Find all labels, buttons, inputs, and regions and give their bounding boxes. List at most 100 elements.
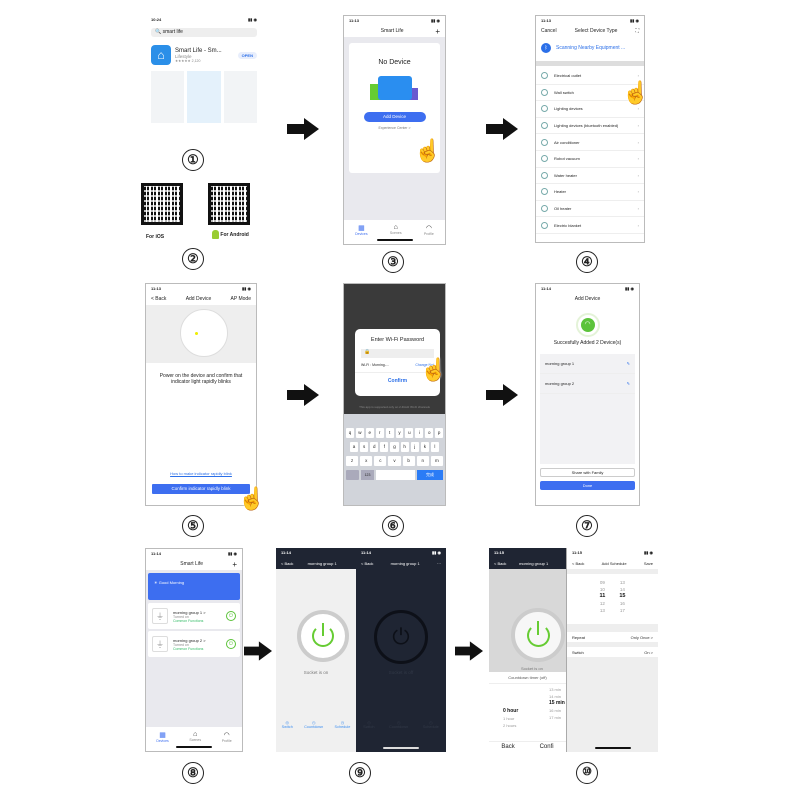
space-key[interactable] <box>376 470 415 480</box>
schedule-action[interactable]: ◷Schedule <box>422 721 439 729</box>
tab-profile[interactable]: ◠Profile <box>221 732 232 743</box>
back-button[interactable]: < Back <box>281 560 294 566</box>
scan-icon[interactable]: ⛶ <box>635 28 639 34</box>
ap-mode-button[interactable]: AP Mode <box>230 296 251 302</box>
key[interactable]: v <box>388 456 401 466</box>
back-button[interactable]: < Back <box>494 560 507 566</box>
power-button-on[interactable] <box>511 608 565 662</box>
key[interactable]: n <box>416 456 429 466</box>
device-type-icon <box>541 188 548 196</box>
key[interactable]: r <box>375 428 384 438</box>
power-button-on[interactable] <box>297 610 349 662</box>
more-icon[interactable]: ··· <box>436 560 441 566</box>
key[interactable]: x <box>360 456 373 466</box>
device-type-item[interactable]: Wall switch› <box>536 85 644 102</box>
open-button[interactable]: OPEN <box>237 51 257 59</box>
add-button[interactable]: + <box>232 559 237 569</box>
chevron-right-icon: › <box>637 73 639 79</box>
confirm-blink-button[interactable]: Confirm indicator rapidly blink <box>152 484 250 494</box>
edit-icon[interactable]: ✎ <box>626 361 630 366</box>
tab-profile[interactable]: ◠Profile <box>423 225 434 236</box>
tab-devices[interactable]: ▦Devices <box>355 225 368 236</box>
tab-scenes[interactable]: ⌂Scenes <box>189 731 202 742</box>
device-type-item[interactable]: Electric blanket› <box>536 217 644 234</box>
key[interactable]: f <box>380 442 389 452</box>
device-type-item[interactable]: Heater› <box>536 184 644 201</box>
key[interactable]: e <box>365 428 374 438</box>
switch-action[interactable]: ◎Switch <box>363 721 375 729</box>
confirm-button[interactable]: Confi <box>539 744 554 750</box>
key[interactable]: w <box>355 428 364 438</box>
tab-devices[interactable]: ▦Devices <box>156 732 169 743</box>
share-family-button[interactable]: Share with Family <box>540 468 635 477</box>
key[interactable]: q <box>346 428 354 438</box>
experience-center-link[interactable]: Experience Center > <box>378 126 411 130</box>
schedule-action[interactable]: ◷Schedule <box>334 721 351 729</box>
tab-scenes[interactable]: ⌂Scenes <box>389 224 402 235</box>
device-type-icon <box>541 122 548 130</box>
key[interactable]: g <box>390 442 399 452</box>
power-toggle[interactable]: ⏻ <box>226 639 236 649</box>
back-button[interactable]: Back <box>501 744 515 750</box>
key[interactable]: z <box>346 456 359 466</box>
key[interactable]: d <box>370 442 379 452</box>
back-button[interactable]: < Back <box>361 560 374 566</box>
save-button[interactable]: Save <box>643 560 653 566</box>
key[interactable]: i <box>415 428 424 438</box>
key[interactable]: o <box>425 428 434 438</box>
key[interactable]: k <box>420 442 429 452</box>
key[interactable]: t <box>385 428 394 438</box>
numbers-key[interactable]: 123 <box>361 470 374 480</box>
device-type-item[interactable]: Oil heater› <box>536 201 644 218</box>
key[interactable]: j <box>410 442 419 452</box>
power-button-off[interactable]: ⏻ <box>374 610 428 664</box>
socket-status: Socket is on <box>521 666 543 671</box>
power-toggle[interactable]: ⏻ <box>226 611 236 621</box>
help-link[interactable]: How to make indicator rapidly blink <box>170 471 232 476</box>
key[interactable]: h <box>400 442 409 452</box>
countdown-action[interactable]: ◷Countdown <box>304 721 324 729</box>
done-button[interactable]: Done <box>540 481 635 490</box>
key[interactable]: m <box>430 456 443 466</box>
edit-icon[interactable]: ✎ <box>626 381 630 386</box>
key[interactable]: c <box>374 456 387 466</box>
key[interactable]: a <box>350 442 359 452</box>
device-type-item[interactable]: Lighting devices› <box>536 101 644 118</box>
device-type-item[interactable]: Air conditioner› <box>536 134 644 151</box>
hand-pointer-icon: ☝ <box>622 80 650 105</box>
back-button[interactable]: < Back <box>151 296 167 302</box>
key[interactable]: s <box>360 442 369 452</box>
key[interactable]: p <box>435 428 444 438</box>
key[interactable]: u <box>405 428 414 438</box>
device-type-item[interactable]: Water heater› <box>536 168 644 185</box>
device-type-item[interactable]: Electrical outlet› <box>536 68 644 85</box>
add-button[interactable]: + <box>435 26 440 36</box>
change-network-link[interactable]: Change Net <box>415 363 434 367</box>
back-button[interactable]: < Back <box>572 560 585 566</box>
switch-action[interactable]: ◎Switch <box>281 721 293 729</box>
confirm-button[interactable]: Confirm <box>355 372 440 384</box>
cancel-button[interactable]: Cancel <box>541 28 557 34</box>
done-key[interactable]: 完成 <box>417 470 443 480</box>
add-device-button[interactable]: Add Device <box>363 112 426 122</box>
key[interactable]: b <box>402 456 415 466</box>
device-type-item[interactable]: Lighting devices (bluetooth enabled)› <box>536 118 644 135</box>
app-title: Smart Life <box>380 28 404 34</box>
app-icon[interactable]: ⌂ <box>151 45 171 65</box>
screen-home-devices: 11:14▮▮ ◉ Smart Life+ ☀ Good Morning ⏚mo… <box>145 548 243 752</box>
password-input[interactable]: 🔒 <box>361 349 434 358</box>
device-type-item[interactable]: Robot vacuum› <box>536 151 644 168</box>
key[interactable]: l <box>430 442 439 452</box>
search-input[interactable]: 🔍 smart life <box>151 28 257 37</box>
countdown-action[interactable]: ◷Countdown <box>389 721 409 729</box>
key[interactable]: y <box>395 428 404 438</box>
